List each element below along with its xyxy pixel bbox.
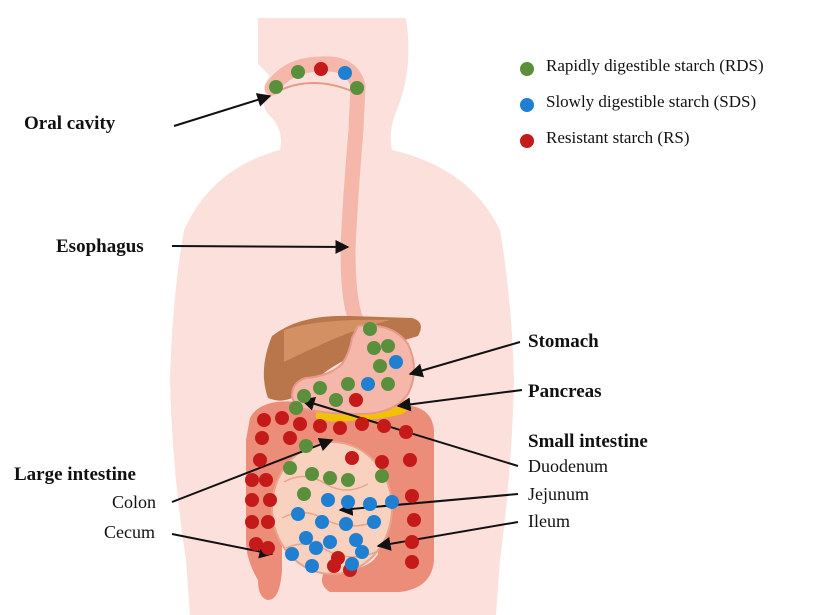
- rds-granule: [283, 461, 297, 475]
- rs-granule: [405, 535, 419, 549]
- sds-granule: [385, 495, 399, 509]
- rs-granule: [283, 431, 297, 445]
- rds-granule: [297, 389, 311, 403]
- rds-granule: [350, 81, 364, 95]
- sds-granule: [291, 507, 305, 521]
- rds-granule: [381, 339, 395, 353]
- rs-granule: [333, 421, 347, 435]
- rds-granule: [305, 467, 319, 481]
- sds-granule: [355, 545, 369, 559]
- rs-granule: [331, 551, 345, 565]
- sds-granule: [341, 495, 355, 509]
- label-small-intestine: Small intestine: [528, 431, 648, 453]
- rs-granule: [375, 455, 389, 469]
- label-jejunum: Jejunum: [528, 484, 589, 505]
- rs-dot-icon: [520, 134, 534, 148]
- rds-granule: [373, 359, 387, 373]
- rs-granule: [261, 515, 275, 529]
- sds-granule: [305, 559, 319, 573]
- rs-granule: [259, 473, 273, 487]
- rs-granule: [293, 417, 307, 431]
- rs-granule: [377, 419, 391, 433]
- rs-granule: [255, 431, 269, 445]
- sds-granule: [361, 377, 375, 391]
- label-esophagus: Esophagus: [56, 236, 144, 258]
- rds-granule: [375, 469, 389, 483]
- rs-granule: [263, 493, 277, 507]
- rds-granule: [313, 381, 327, 395]
- rs-granule: [245, 515, 259, 529]
- sds-granule: [349, 533, 363, 547]
- label-cecum: Cecum: [104, 522, 155, 543]
- rds-granule: [381, 377, 395, 391]
- rs-granule: [257, 413, 271, 427]
- rds-granule: [367, 341, 381, 355]
- sds-granule: [315, 515, 329, 529]
- rs-granule: [314, 62, 328, 76]
- rs-granule: [261, 541, 275, 555]
- rs-granule: [253, 453, 267, 467]
- sds-granule: [299, 531, 313, 545]
- label-colon: Colon: [112, 492, 156, 513]
- legend-label-rs: Resistant starch (RS): [546, 128, 690, 148]
- legend-label-rds: Rapidly digestible starch (RDS): [546, 56, 764, 76]
- label-stomach: Stomach: [528, 331, 599, 353]
- rs-granule: [403, 453, 417, 467]
- sds-granule: [285, 547, 299, 561]
- sds-granule: [338, 66, 352, 80]
- label-pancreas: Pancreas: [528, 381, 602, 403]
- sds-granule: [309, 541, 323, 555]
- rds-granule: [363, 322, 377, 336]
- sds-granule: [345, 557, 359, 571]
- rs-granule: [313, 419, 327, 433]
- rds-dot-icon: [520, 62, 534, 76]
- rds-granule: [341, 473, 355, 487]
- rs-granule: [245, 493, 259, 507]
- sds-granule: [323, 535, 337, 549]
- rs-granule: [399, 425, 413, 439]
- rs-granule: [349, 393, 363, 407]
- rds-granule: [291, 65, 305, 79]
- label-duodenum: Duodenum: [528, 456, 608, 477]
- rds-granule: [341, 377, 355, 391]
- rds-granule: [323, 471, 337, 485]
- sds-granule: [367, 515, 381, 529]
- sds-granule: [321, 493, 335, 507]
- rds-granule: [299, 439, 313, 453]
- rs-granule: [245, 473, 259, 487]
- rds-granule: [269, 80, 283, 94]
- sds-granule: [339, 517, 353, 531]
- rs-granule: [249, 537, 263, 551]
- label-oral-cavity: Oral cavity: [24, 113, 115, 135]
- rs-granule: [345, 451, 359, 465]
- rds-granule: [329, 393, 343, 407]
- sds-granule: [389, 355, 403, 369]
- label-ileum: Ileum: [528, 511, 570, 532]
- rs-granule: [407, 513, 421, 527]
- sds-dot-icon: [520, 98, 534, 112]
- label-large-intestine: Large intestine: [14, 464, 136, 486]
- rds-granule: [297, 487, 311, 501]
- rs-granule: [405, 489, 419, 503]
- rs-granule: [275, 411, 289, 425]
- rs-granule: [355, 417, 369, 431]
- sds-granule: [363, 497, 377, 511]
- rs-granule: [405, 555, 419, 569]
- rds-granule: [289, 401, 303, 415]
- legend-label-sds: Slowly digestible starch (SDS): [546, 92, 756, 112]
